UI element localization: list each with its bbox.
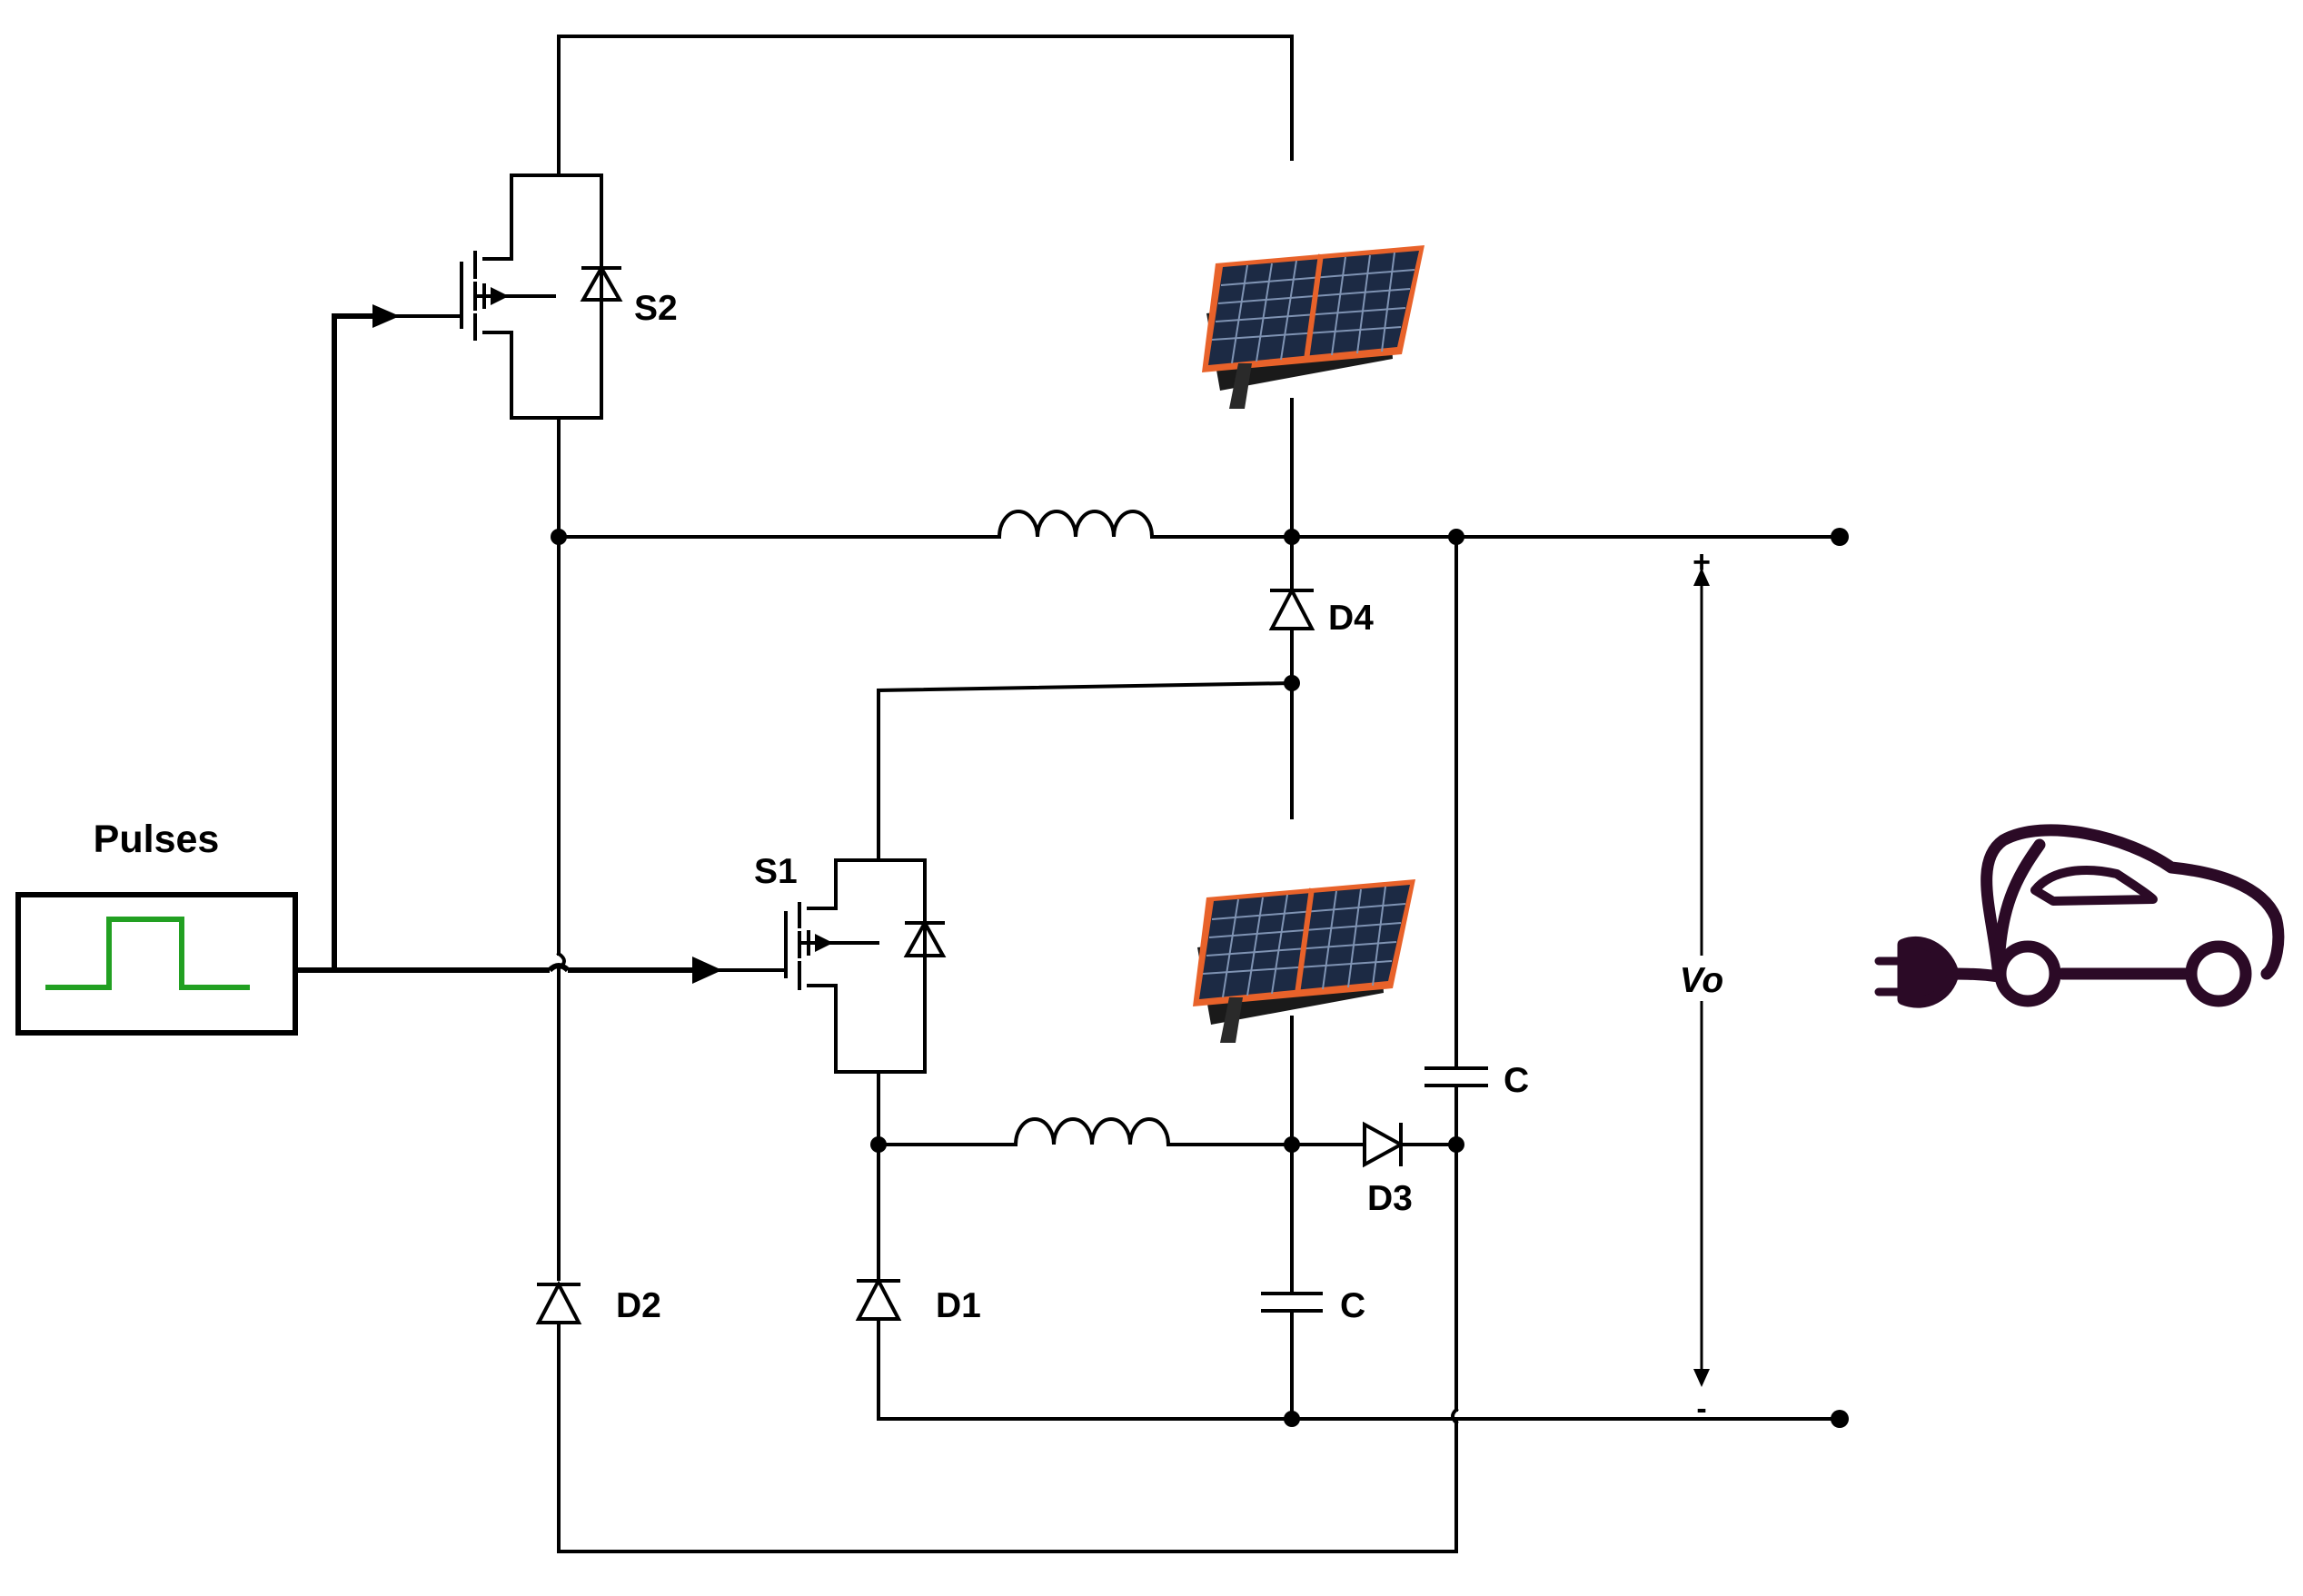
output-voltage-label: Vo (1680, 961, 1723, 1000)
label-s2: S2 (634, 289, 678, 328)
gate-arrow-s1 (692, 957, 722, 984)
label-c-lower: C (1340, 1286, 1365, 1325)
label-d1: D1 (936, 1286, 981, 1325)
gate-arrow-s2 (372, 304, 400, 328)
electric-car-icon (1874, 824, 2285, 1008)
pulse-generator-box[interactable] (15, 892, 298, 1036)
diode-d3[interactable] (1363, 1121, 1405, 1168)
output-voltage-arrow (1672, 568, 1733, 1387)
minus-sign: - (1696, 1392, 1706, 1426)
solar-panel-icon (1202, 245, 1424, 409)
switch-s2[interactable] (380, 173, 623, 420)
output-terminal-negative[interactable] (1831, 1410, 1849, 1428)
diode-d1[interactable] (855, 1276, 902, 1321)
capacitor-lower[interactable] (1261, 1292, 1323, 1313)
label-d2: D2 (616, 1286, 661, 1325)
label-d4: D4 (1328, 599, 1374, 638)
label-c-upper: C (1504, 1061, 1529, 1100)
solar-panel-icon (1193, 879, 1415, 1043)
output-terminal-positive[interactable] (1831, 528, 1849, 546)
label-d3: D3 (1367, 1179, 1413, 1218)
pulses-label: Pulses (94, 818, 220, 861)
diode-d2[interactable] (535, 1280, 582, 1324)
junction-nodes (551, 529, 1464, 1427)
circuit-wiring (298, 35, 1840, 1553)
label-s1: S1 (754, 852, 798, 891)
pulse-waveform-icon (45, 917, 250, 990)
switch-s1[interactable] (707, 858, 947, 1074)
plus-sign: + (1693, 545, 1711, 580)
capacitor-upper[interactable] (1424, 1066, 1488, 1087)
diode-d4[interactable] (1268, 586, 1315, 630)
